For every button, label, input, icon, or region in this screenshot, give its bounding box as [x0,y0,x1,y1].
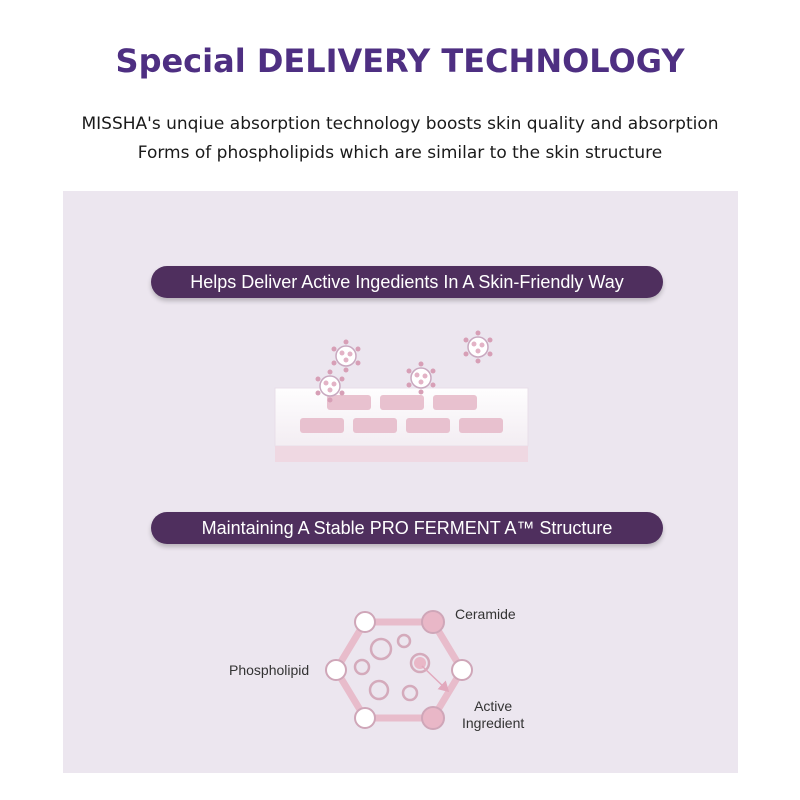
skin-barrier-icon [274,387,529,462]
label-phospholipid: Phospholipid [229,662,310,678]
subtitle-line-1: MISSHA's unqiue absorption technology bo… [81,114,719,134]
label-active-line-2: Ingredient [462,715,525,731]
subtitle-line-2: Forms of phospholipids which are similar… [137,143,663,163]
section-label-delivery: Helps Deliver Active Ingedients In A Ski… [151,266,663,298]
page-title: Special DELIVERY TECHNOLOGY [115,42,685,80]
label-active-ingredient: Active Ingredient [462,698,524,732]
label-ceramide: Ceramide [455,606,516,622]
label-active-line-1: Active [474,698,513,714]
phospholipid-structure-diagram [325,610,473,730]
molecule-icon [315,330,493,403]
section-label-structure: Maintaining A Stable PRO FERMENT A™ Stru… [151,512,663,544]
